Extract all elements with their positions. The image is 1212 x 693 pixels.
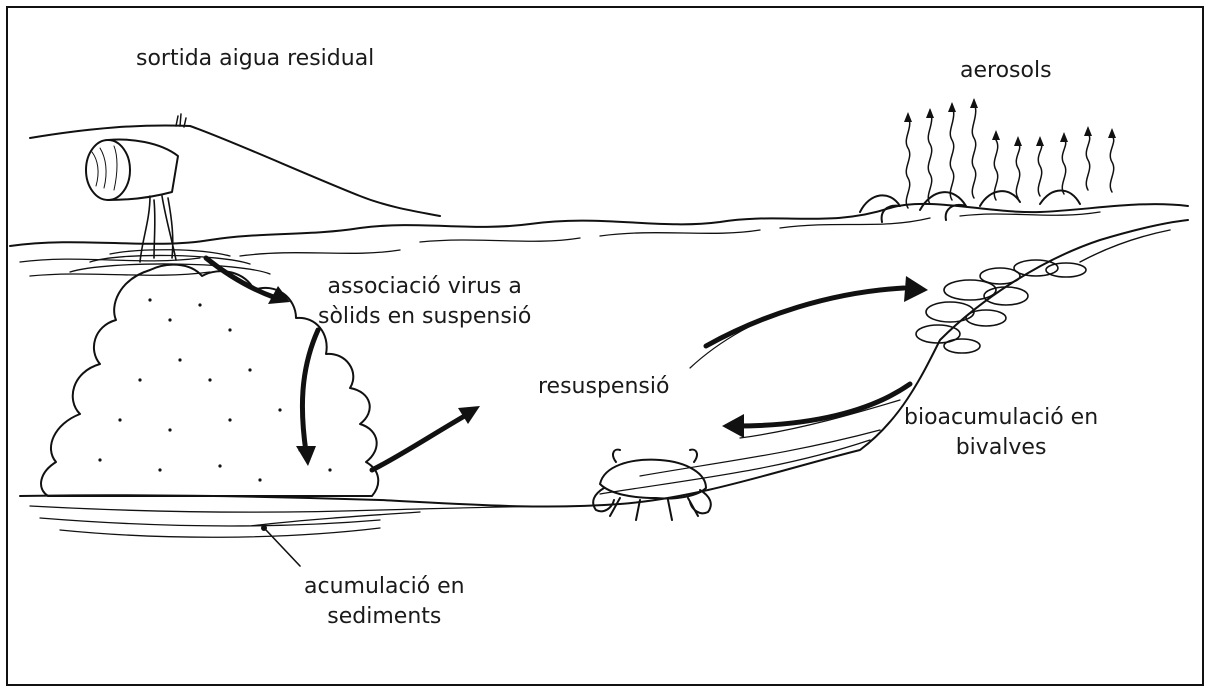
- label-virus-association-line1: associació virus a: [318, 272, 531, 302]
- sea-surface: [10, 204, 1188, 246]
- label-aerosols: aerosols: [960, 56, 1052, 86]
- label-sediment-accumulation-line1: acumulació en: [304, 572, 465, 602]
- plume-dots: [98, 298, 331, 481]
- label-virus-association-line2: sòlids en suspensió: [318, 302, 531, 332]
- arrow-to-bivalves: [706, 288, 904, 346]
- label-resuspension: resuspensió: [538, 372, 669, 402]
- aerosol-arrowheads: [904, 98, 1116, 146]
- outfall-pipe: [86, 140, 178, 200]
- arrow-settling: [302, 330, 318, 452]
- bivalves-icon: [916, 230, 1170, 353]
- seabed-line: [20, 220, 1188, 507]
- coast-hill: [30, 126, 440, 217]
- label-sediment-accumulation-line2: sediments: [304, 602, 465, 632]
- ripples: [70, 250, 270, 274]
- crab-icon: [593, 450, 711, 520]
- arrow-to-suspension: [206, 258, 276, 298]
- label-virus-association: associació virus a sòlids en suspensió: [318, 272, 531, 332]
- label-bioaccumulation-line2: bivalves: [904, 433, 1098, 463]
- flow-arrows: [206, 258, 910, 470]
- resuspension-thin-curve: [690, 306, 800, 368]
- label-sediment-accumulation: acumulació en sediments: [304, 572, 465, 632]
- sediment-layers: [30, 506, 580, 537]
- arrow-resuspension: [372, 414, 468, 470]
- label-wastewater-outflow: sortida aigua residual: [136, 44, 374, 74]
- label-bioaccumulation-line1: bioacumulació en: [904, 403, 1098, 433]
- label-bioaccumulation: bioacumulació en bivalves: [904, 403, 1098, 463]
- sediment-pointer-dot: [261, 525, 267, 531]
- wastewater-stream: [140, 196, 176, 262]
